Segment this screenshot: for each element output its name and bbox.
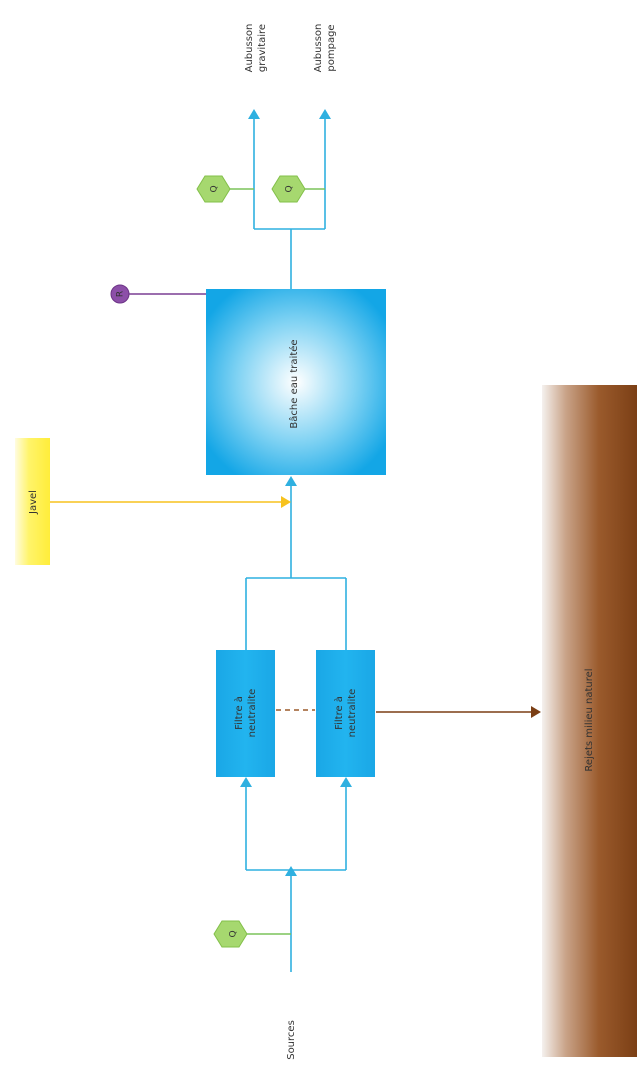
flow-sensor-out-1: Q xyxy=(196,175,231,203)
out-1-arrow xyxy=(248,109,260,119)
rejets-label: Rejets milieu naturel xyxy=(584,668,595,771)
javel-block xyxy=(15,438,50,565)
filter-2-label-line2: neutralite xyxy=(347,689,358,738)
flow-sensor-out-2-label: Q xyxy=(285,185,295,192)
out-2-label-line2: pompage xyxy=(326,24,337,71)
flow-sensor-out-2: Q xyxy=(271,175,306,203)
flow-sensor-sources-label: Q xyxy=(229,930,239,937)
filter-1: Filtre à neutralite xyxy=(216,650,275,777)
tank-label: Bâche eau traitée xyxy=(288,339,300,428)
filter-1-label-line2: neutralite xyxy=(247,689,258,738)
filter-2-inlet-arrow xyxy=(340,777,352,787)
rejets-block xyxy=(542,385,637,1057)
out-2-label-line1: Aubusson xyxy=(313,24,324,73)
filter-1-inlet-arrow xyxy=(240,777,252,787)
flow-sensor-sources: Q xyxy=(213,920,248,948)
out-1-label-line1: Aubusson xyxy=(244,24,255,73)
out-2-arrow xyxy=(319,109,331,119)
filter-2-label-line1: Filtre à xyxy=(333,696,345,730)
reject-arrow xyxy=(531,706,541,718)
level-sensor-tank: R xyxy=(110,284,130,304)
flow-sensor-out-1-label: Q xyxy=(210,185,220,192)
filter-1-label-line1: Filtre à xyxy=(233,696,245,730)
out-1-label-line2: gravitaire xyxy=(257,24,268,72)
sources-arrow xyxy=(285,866,297,876)
level-sensor-label: R xyxy=(116,291,126,297)
tank-inlet-arrow xyxy=(285,476,297,486)
javel-arrow xyxy=(281,496,291,508)
filter-2: Filtre à neutralite xyxy=(316,650,375,777)
tank-bache-eau-traitee: Bâche eau traitée xyxy=(206,289,386,475)
javel-label: Javel xyxy=(28,490,39,515)
sources-label: Sources xyxy=(286,1020,297,1060)
